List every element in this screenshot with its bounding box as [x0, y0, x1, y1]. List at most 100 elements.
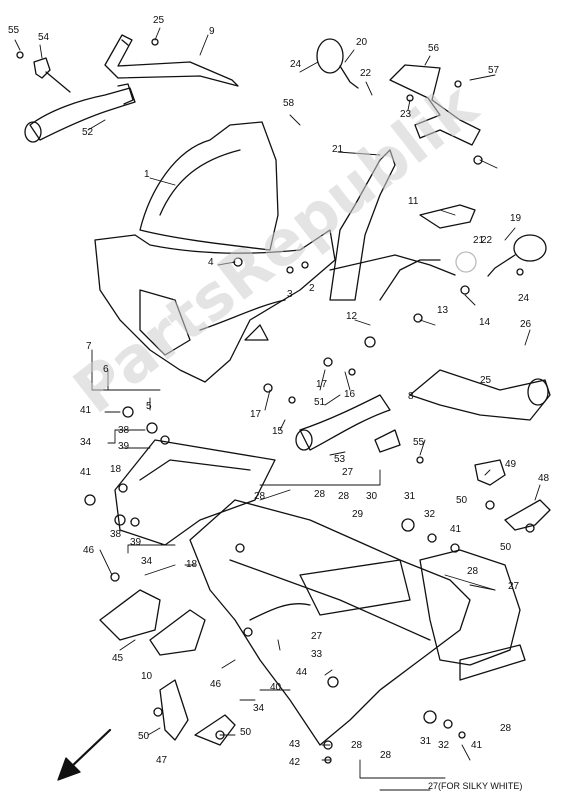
callout-45: 45 — [112, 653, 124, 664]
under-cowl-right — [419, 549, 526, 681]
callout-27: 27 — [342, 467, 354, 478]
callout-12: 12 — [346, 311, 358, 322]
callout-51: 51 — [314, 397, 326, 408]
callout-55b: 55 — [413, 437, 425, 448]
callout-43: 43 — [289, 739, 301, 750]
callout-17: 17 — [316, 379, 328, 390]
mirror-right — [487, 234, 547, 277]
cowling-stay-56 — [389, 64, 481, 146]
callout-49: 49 — [505, 459, 517, 470]
callout-46b: 46 — [210, 679, 222, 690]
callout-31b: 31 — [420, 736, 432, 747]
callout-41b: 41 — [80, 467, 92, 478]
callout-18b: 18 — [186, 559, 198, 570]
callout-8: 8 — [408, 391, 414, 402]
callout-3: 3 — [287, 289, 293, 300]
mirror-left — [316, 38, 359, 89]
callout-50b: 50 — [500, 542, 512, 553]
callout-28c: 28 — [338, 491, 350, 502]
front-arrow — [57, 728, 112, 781]
callout-47: 47 — [156, 755, 168, 766]
inner-panel — [114, 439, 276, 546]
callout-54: 54 — [38, 32, 50, 43]
callout-5: 5 — [146, 401, 152, 412]
callout-13: 13 — [437, 305, 449, 316]
callout-44: 44 — [296, 667, 308, 678]
callout-32b: 32 — [438, 740, 450, 751]
callout-9: 9 — [209, 26, 215, 37]
callout-50c: 50 — [138, 731, 150, 742]
callout-41: 41 — [80, 405, 92, 416]
callout-41c: 41 — [450, 524, 462, 535]
callout-21b: 21 — [473, 235, 485, 246]
callout-28f: 28 — [380, 750, 392, 761]
callout-52: 52 — [82, 127, 94, 138]
callout-41d: 41 — [471, 740, 483, 751]
bracket-54 — [33, 57, 71, 93]
bracket-48 — [504, 499, 551, 531]
callout-53: 53 — [334, 454, 346, 465]
callout-42: 42 — [289, 757, 301, 768]
leader-lines — [14, 27, 541, 791]
callout-17b: 17 — [250, 409, 262, 420]
callout-56: 56 — [428, 43, 440, 54]
callout-25: 25 — [153, 15, 165, 26]
callout-15: 15 — [272, 426, 284, 437]
intake-hose — [24, 83, 136, 143]
bracket-49 — [474, 459, 506, 486]
callout-34c: 34 — [253, 703, 265, 714]
callout-34: 34 — [80, 437, 92, 448]
callout-6: 6 — [103, 364, 109, 375]
callout-22b: 22 — [481, 235, 493, 246]
callout-1: 1 — [144, 169, 150, 180]
side-cowling-lower — [189, 499, 471, 746]
windscreen — [139, 121, 279, 251]
callout-20: 20 — [356, 37, 368, 48]
callout-2: 2 — [309, 283, 315, 294]
callout-27b: 27 — [508, 581, 520, 592]
callout-26: 26 — [520, 319, 532, 330]
callout-27c: 27 — [311, 631, 323, 642]
callout-33: 33 — [311, 649, 323, 660]
callout-10: 10 — [141, 671, 153, 682]
callout-32: 32 — [424, 509, 436, 520]
callout-38: 38 — [118, 425, 130, 436]
callout-18: 18 — [110, 464, 122, 475]
callout-28g: 28 — [500, 723, 512, 734]
callout-50d: 50 — [240, 727, 252, 738]
footnote-silky-white: 27(FOR SILKY WHITE) — [428, 781, 523, 791]
callout-14: 14 — [479, 317, 491, 328]
callout-38b: 38 — [110, 529, 122, 540]
callout-30: 30 — [366, 491, 378, 502]
callout-24b: 24 — [518, 293, 530, 304]
callout-28d: 28 — [467, 566, 479, 577]
callout-58: 58 — [283, 98, 295, 109]
callout-39: 39 — [118, 441, 130, 452]
upper-stay — [329, 149, 476, 301]
callout-25b: 25 — [480, 375, 492, 386]
under-bracket-8 — [409, 369, 551, 421]
callout-31: 31 — [404, 491, 416, 502]
upper-cowling — [94, 229, 336, 383]
callout-46: 46 — [83, 545, 95, 556]
callout-39b: 39 — [130, 537, 142, 548]
callout-28e: 28 — [351, 740, 363, 751]
callout-28a: 28 — [254, 491, 266, 502]
callout-7: 7 — [86, 341, 92, 352]
callout-50a: 50 — [456, 495, 468, 506]
fasteners — [16, 38, 535, 764]
callout-57: 57 — [488, 65, 500, 76]
callout-34b: 34 — [141, 556, 153, 567]
callout-19: 19 — [510, 213, 522, 224]
bracket-47 — [159, 679, 236, 746]
callout-23: 23 — [400, 109, 412, 120]
callout-28b: 28 — [314, 489, 326, 500]
bracket-45 — [99, 589, 206, 656]
intake-hose-51 — [295, 394, 401, 453]
callout-16: 16 — [344, 389, 356, 400]
callout-21: 21 — [332, 144, 344, 155]
stay-9 — [104, 34, 239, 87]
callout-55: 55 — [8, 25, 20, 36]
